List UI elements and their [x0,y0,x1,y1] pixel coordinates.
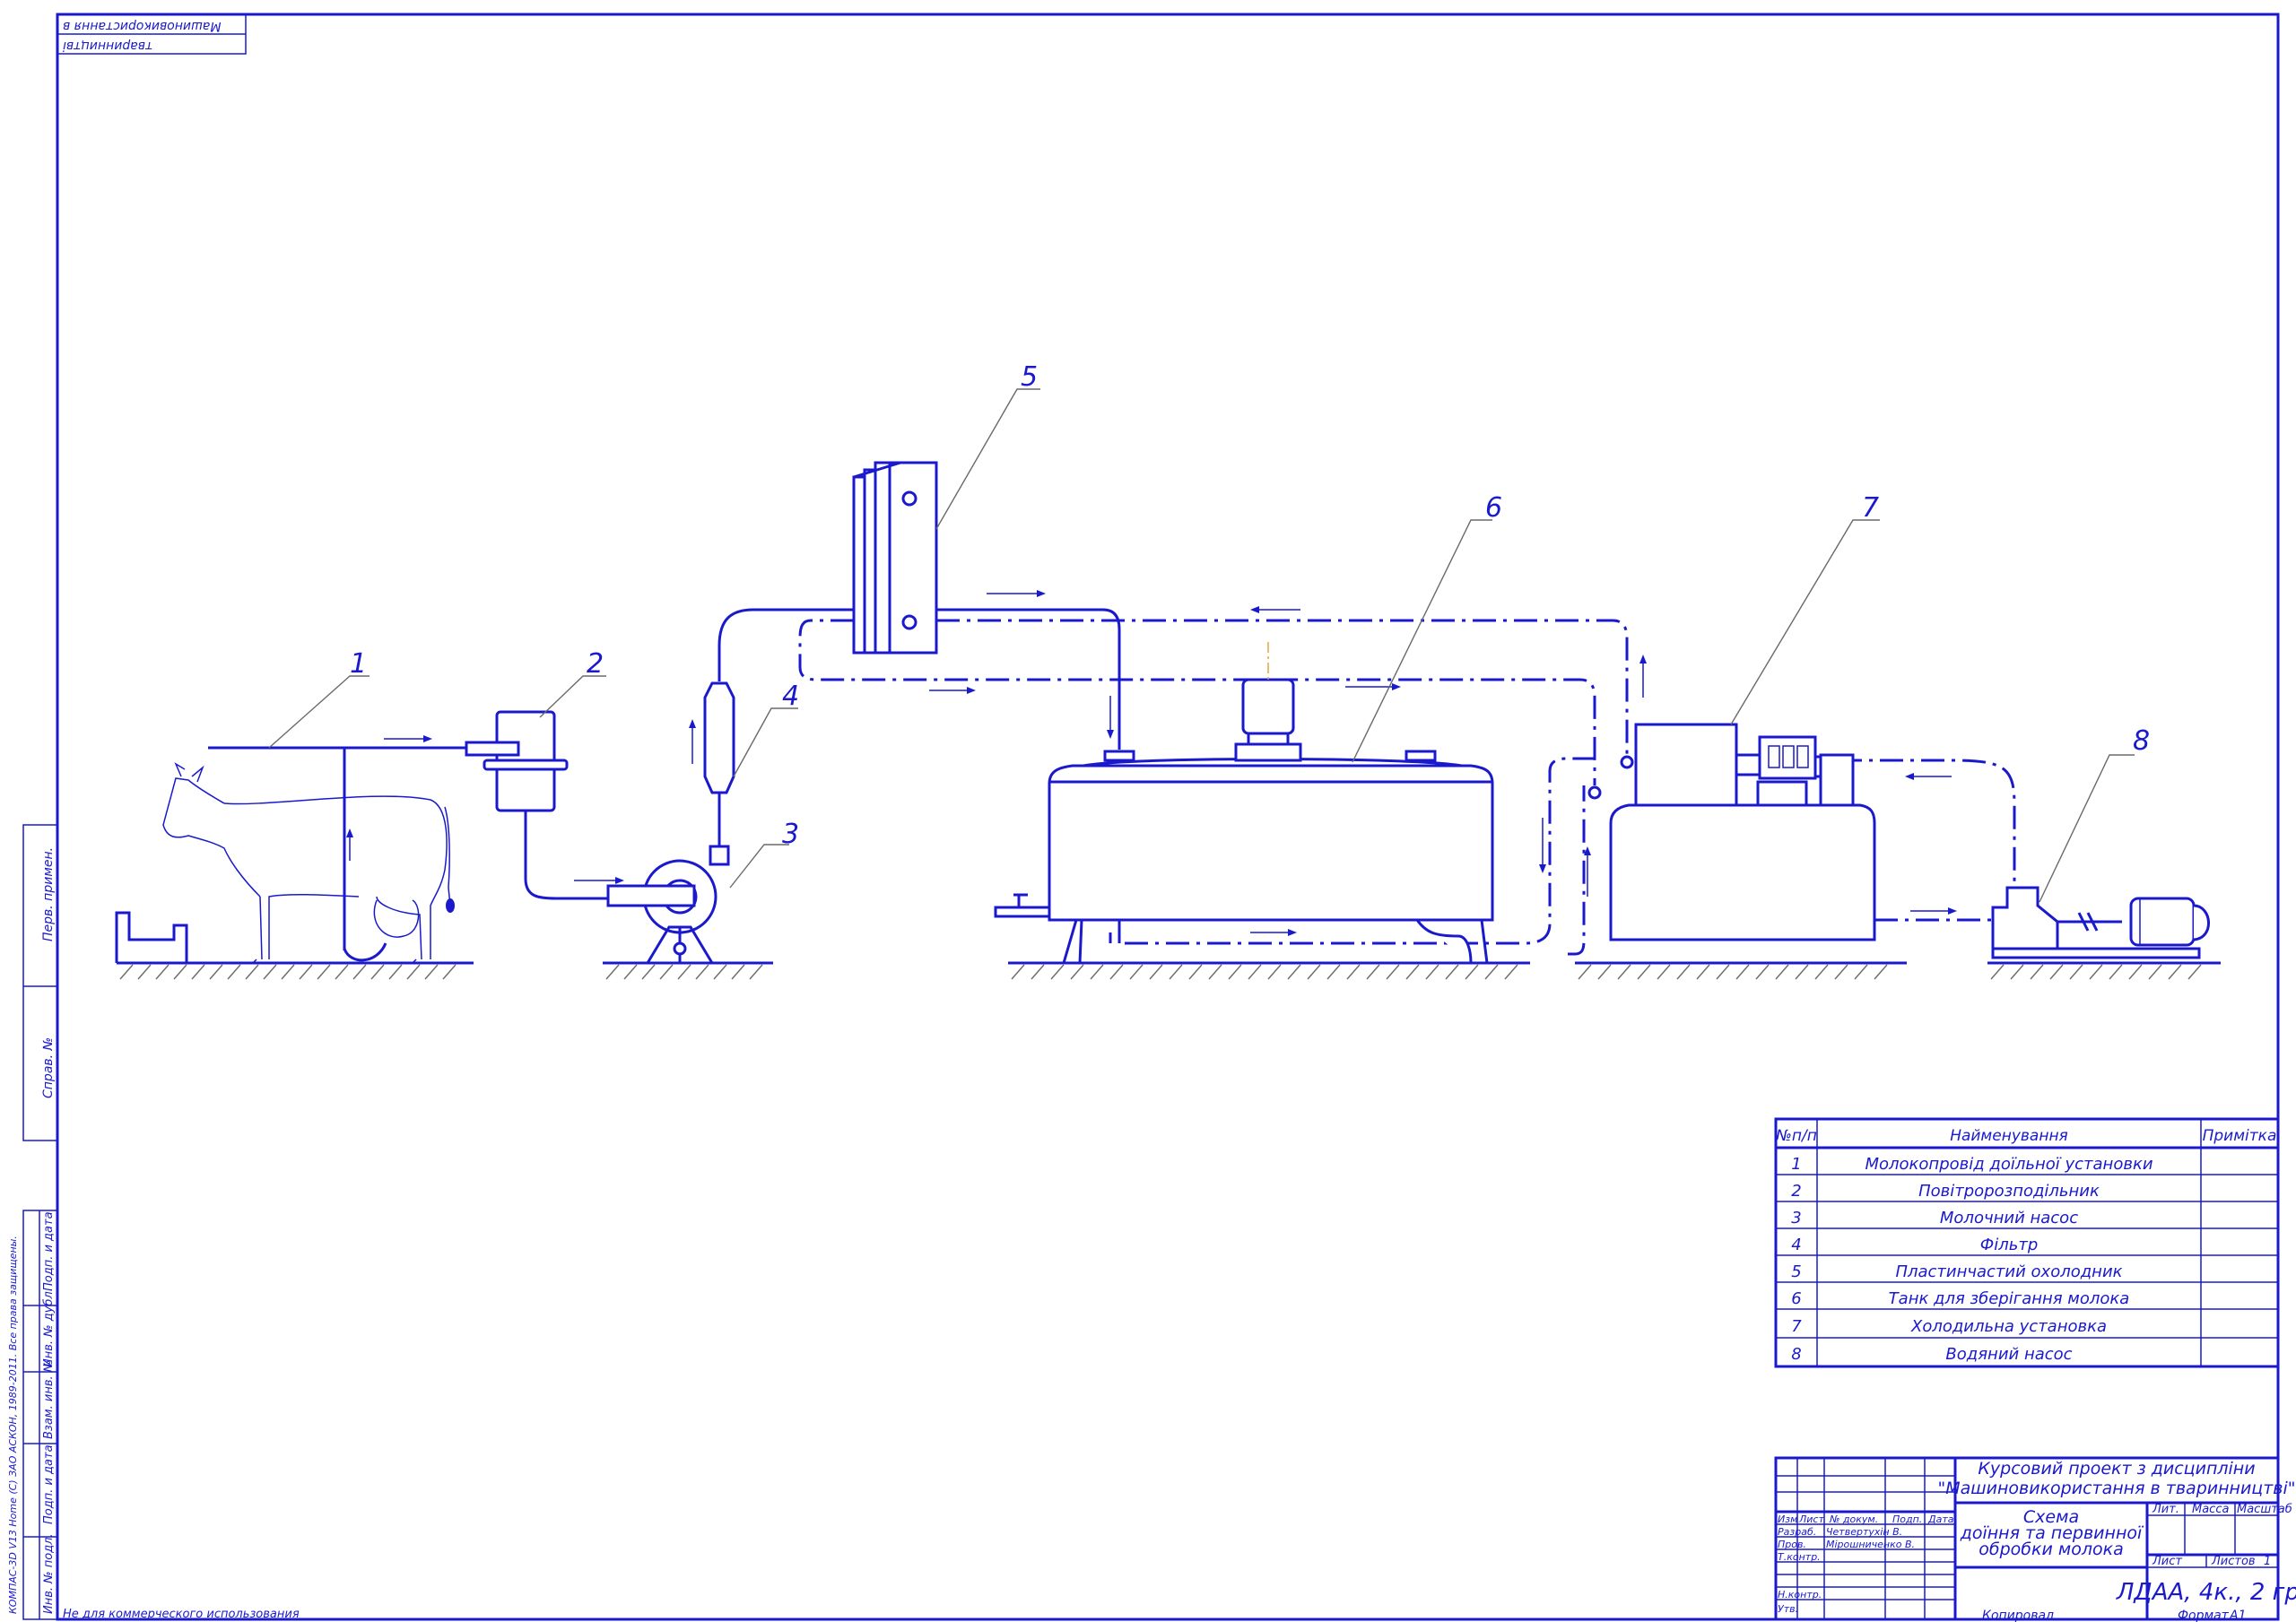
filter [689,608,861,846]
spec-head-note: Примітка [2203,1127,2277,1145]
tb-sheets-value: 1 [2264,1555,2271,1568]
tb-name-1: Четвертухін В. [1826,1526,1902,1538]
tb-role-utv: Утв. [1778,1603,1798,1615]
ground-hatch [117,961,2221,980]
cow-tail [444,806,451,906]
spec-row-num: 5 [1791,1262,1801,1281]
leader-lines: 1 2 3 4 5 6 7 8 [268,361,2150,903]
tb-col-izm: Изм [1778,1514,1797,1525]
storage-tank [994,642,1494,964]
tb-doc-title-3: обробки молока [1979,1540,2123,1559]
footer-format-value: A1 [2229,1609,2246,1622]
spec-row-num: 1 [1791,1155,1801,1174]
spec-row-num: 4 [1791,1236,1801,1254]
cow-horns [174,762,204,783]
cow-head [162,777,261,898]
spec-row-name: Холодильна установка [1910,1317,2107,1336]
refrigeration-unit [1609,723,1876,941]
title-block: Изм Лист № докум. Подп. Дата Разраб. Про… [1774,1456,2296,1621]
leader-3: 3 [782,819,799,850]
leader-7: 7 [1862,492,1879,524]
spec-row-num: 3 [1791,1209,1801,1227]
tb-scale: Масштаб [2237,1503,2292,1516]
milk-pipeline [208,735,466,962]
tb-sheet: Лист [2152,1555,2182,1568]
side-podp-data-1: Подп. и дата [42,1211,56,1291]
software-note: КОМПАС-3D V13 Home (С) ЗАО АСКОН, 1989-2… [7,1236,19,1614]
water-pump [1991,886,2210,959]
sheet-frame: Машиновикористання в тваринництві [56,13,2280,1621]
top-stamp-line-1: Машиновикористання в [63,19,222,33]
feed-trough [115,911,188,963]
spec-row-name: Водяний насос [1945,1345,2072,1364]
tb-name-2: Мірошниченко В. [1826,1539,1915,1550]
spec-row-name: Повітророзподільник [1918,1182,2100,1201]
leader-4: 4 [782,681,799,712]
plate-cooler [852,461,1121,750]
tb-sheets: Листов [2211,1555,2256,1568]
cow-body [223,795,448,960]
leader-2: 2 [587,648,604,680]
leader-1: 1 [350,648,367,680]
milk-pump [606,845,730,964]
side-podp-data-2: Подп. и дата [42,1444,56,1524]
tb-doc-title-2: доїння та первинної [1960,1523,2144,1543]
coolant-circuits [798,606,2016,956]
footer-copied: Копировал [1982,1609,2054,1622]
tb-code: ЛДАА, 4к., 2 гр. [2116,1579,2296,1606]
spec-table: №п/п Найменування Примітка 1 Молокопрові… [1774,1117,2280,1368]
tb-col-podp: Подп. [1892,1514,1922,1525]
tb-col-doc: № докум. [1829,1514,1878,1525]
tb-role-nkontr: Н.контр. [1778,1589,1822,1600]
cow-drawing [115,762,455,964]
tb-project-line-2: "Машиновикористання в тваринництві" [1937,1479,2295,1498]
spec-head-name: Найменування [1950,1127,2068,1145]
footer: Не для коммерческого использования Копир… [63,1608,2246,1622]
tb-role-prov: Пров. [1778,1539,1806,1550]
side-inv-dubl: Инв. № дубл. [42,1288,56,1367]
tb-lit: Лит. [2152,1503,2179,1516]
footer-format-label: Формат [2178,1609,2230,1622]
spec-row-name: Молочний насос [1940,1209,2078,1227]
tb-mass: Масса [2192,1503,2229,1516]
tb-col-list: Лист [1798,1514,1824,1525]
tb-col-date: Дата [1927,1514,1954,1525]
spec-row-name: Танк для зберігання молока [1889,1289,2130,1308]
top-stamp-line-2: тваринництві [63,39,152,53]
side-strip: Перв. примен. Справ. № Подп. и дата Инв.… [7,824,58,1620]
spec-row-name: Фільтр [1980,1236,2039,1254]
spec-head-num: №п/п [1775,1127,1817,1145]
side-inv-podl: Инв. № подл. [42,1533,56,1614]
spec-row-name: Молокопровід доїльної установки [1865,1155,2152,1174]
leader-6: 6 [1485,492,1502,524]
spec-row-num: 6 [1791,1289,1801,1308]
side-sprav-no: Справ. № [41,1037,56,1098]
spec-row-num: 7 [1791,1317,1802,1336]
spec-row-num: 8 [1791,1345,1801,1364]
side-vzam-inv: Взам. инв. № [42,1360,56,1439]
cow-udder [373,899,420,938]
spec-row-name: Пластинчастий охолодник [1895,1262,2122,1281]
tb-doc-title-1: Схема [2023,1507,2079,1527]
spec-row-num: 2 [1791,1182,1801,1201]
tb-role-razrab: Разраб. [1778,1526,1816,1538]
leader-5: 5 [1021,361,1038,393]
tb-role-tkontr: Т.контр. [1778,1551,1821,1563]
air-distributor [465,710,628,900]
leader-8: 8 [2133,725,2150,757]
side-perv-primen: Перв. примен. [41,847,56,941]
tb-project-line-1: Курсовий проект з дисципліни [1978,1459,2255,1479]
footer-noncommercial: Не для коммерческого использования [63,1608,300,1621]
cow-tail-tuft [446,898,455,913]
